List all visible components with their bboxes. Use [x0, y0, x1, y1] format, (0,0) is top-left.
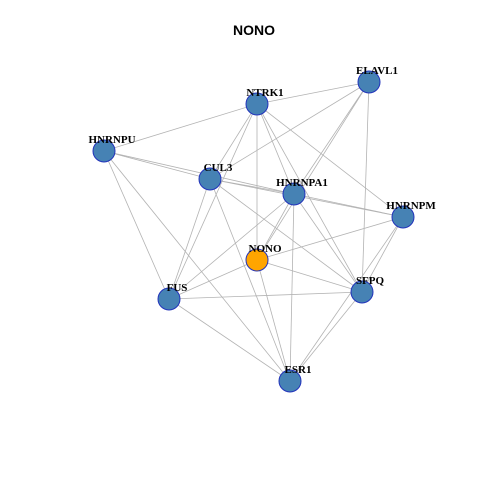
edge-hnrnpu-esr1: [103, 150, 291, 382]
node-label-cul3: CUL3: [204, 162, 233, 174]
edge-hnrnpm-esr1: [289, 216, 404, 382]
edge-nono-sfpq: [256, 259, 363, 293]
edge-fus-esr1: [168, 298, 291, 382]
node-label-hnrnpa1: HNRNPA1: [276, 177, 328, 189]
edge-hnrnpa1-fus: [168, 193, 295, 300]
edge-ntrk1-fus: [168, 103, 258, 300]
edge-ntrk1-sfpq: [256, 103, 363, 293]
edge-cul3-fus: [168, 178, 211, 300]
edge-hnrnpm-sfpq: [361, 216, 404, 293]
node-hnrnpu: [92, 139, 116, 163]
edge-hnrnpa1-hnrnpm: [293, 193, 404, 218]
node-label-sfpq: SFPQ: [356, 275, 385, 287]
edge-elavl1-hnrnpa1: [293, 81, 370, 195]
node-fus: [157, 287, 181, 311]
edge-sfpq-esr1: [289, 291, 363, 382]
edge-ntrk1-hnrnpa1: [256, 103, 295, 195]
edge-hnrnpa1-esr1: [289, 193, 295, 382]
edge-ntrk1-cul3: [209, 103, 258, 180]
edge-ntrk1-elavl1: [256, 81, 370, 105]
node-ntrk1: [245, 92, 269, 116]
edge-cul3-esr1: [209, 178, 291, 382]
edge-fus-sfpq: [168, 291, 363, 300]
edge-hnrnpu-fus: [103, 150, 170, 300]
node-label-esr1: ESR1: [285, 364, 312, 376]
edge-cul3-sfpq: [209, 178, 363, 293]
node-label-ntrk1: NTRK1: [246, 87, 283, 99]
node-cul3: [198, 167, 222, 191]
node-label-hnrnpm: HNRNPM: [386, 200, 436, 212]
node-hnrnpa1: [282, 182, 306, 206]
edge-hnrnpm-nono: [256, 216, 404, 261]
edge-nono-fus: [168, 259, 258, 300]
edge-hnrnpa1-sfpq: [293, 193, 363, 293]
nodes-layer: [92, 70, 415, 393]
edge-elavl1-nono: [256, 81, 370, 261]
edge-ntrk1-hnrnpu: [103, 103, 258, 152]
edge-cul3-hnrnpm: [209, 178, 404, 218]
node-label-elavl1: ELAVL1: [356, 65, 398, 77]
edge-elavl1-sfpq: [361, 81, 370, 293]
edge-ntrk1-hnrnpm: [256, 103, 404, 218]
node-sfpq: [350, 280, 374, 304]
edge-hnrnpu-cul3: [103, 150, 211, 180]
edge-elavl1-cul3: [209, 81, 370, 180]
node-nono: [245, 248, 269, 272]
node-esr1: [278, 369, 302, 393]
node-elavl1: [357, 70, 381, 94]
node-label-fus: FUS: [167, 282, 188, 294]
edges-layer: [103, 81, 404, 382]
edge-hnrnpa1-nono: [256, 193, 295, 261]
edge-hnrnpu-hnrnpa1: [103, 150, 295, 195]
edge-nono-esr1: [256, 259, 291, 382]
node-label-nono: NONO: [249, 243, 282, 255]
node-label-hnrnpu: HNRNPU: [88, 134, 135, 146]
node-hnrnpm: [391, 205, 415, 229]
graph-title: NONO: [233, 22, 275, 38]
